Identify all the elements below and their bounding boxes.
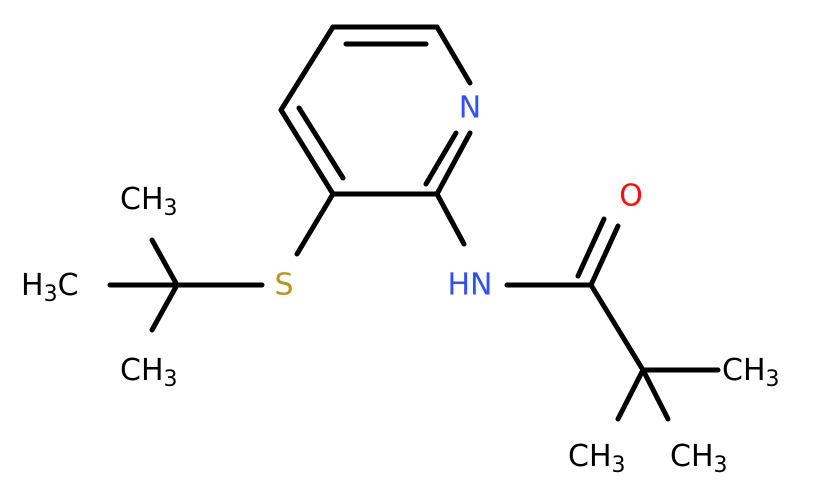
atom-label-methyl-br2: CH3 [670, 439, 728, 478]
thioether-group [107, 191, 336, 333]
atom-label-methyl-top: CH3 [120, 182, 178, 221]
atom-label-carbonyl-o: O [619, 179, 643, 214]
bond-cquat-ch3-br2 [640, 367, 671, 422]
atom-label-methyl-right: CH3 [722, 353, 780, 392]
bond-c2-nh [434, 191, 467, 247]
bond-c3-c6 [278, 107, 336, 197]
atom-label-thioether-s: S [274, 268, 293, 303]
atom-label-methyl-br1: CH3 [568, 439, 626, 478]
bond-c4-n1 [434, 24, 473, 86]
pyridine-ring [278, 24, 473, 197]
bond-c3-s [294, 191, 336, 257]
bond-cquat-ch3-top [149, 237, 180, 288]
bond-n1-c2-inner [423, 130, 459, 187]
bond-n1-c2 [434, 130, 473, 197]
bond-cquat-ch3-br1 [615, 367, 646, 422]
bond-cquat-ch3-bottom [149, 282, 180, 333]
bond-c3-c6-inner [296, 105, 346, 181]
atom-label-methyl-bottom: CH3 [120, 353, 178, 392]
bond-co-double-a [588, 223, 621, 288]
atom-label-methyl-left: H3C [21, 268, 79, 307]
bond-co-double-b [575, 216, 607, 279]
bond-c6-c5 [278, 24, 336, 113]
atom-label-amide-nh: HN [448, 268, 493, 303]
bond-ccarbonyl-cquat [588, 282, 646, 373]
atom-label-pyridine-n: N [459, 91, 481, 126]
amide-group [434, 191, 721, 422]
